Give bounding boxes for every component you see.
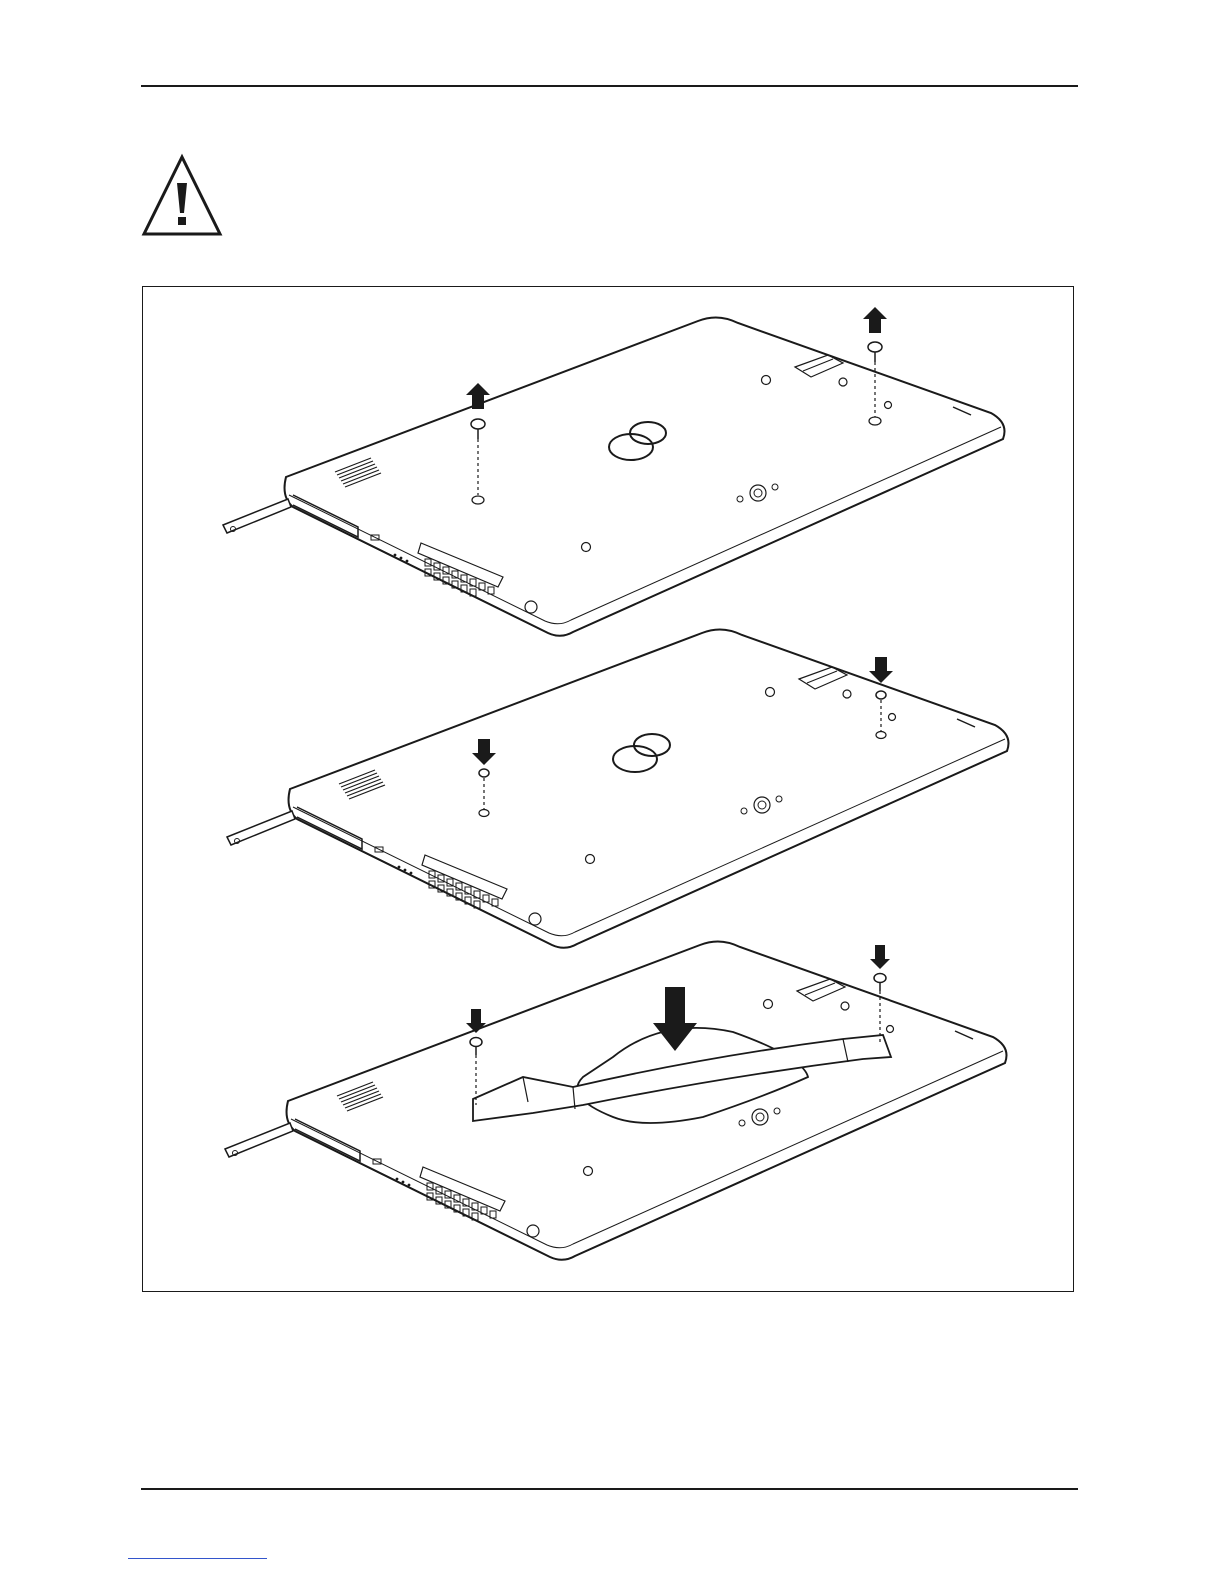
warning-triangle-icon [141,153,223,237]
step-insert-pads [227,629,1009,947]
footer-rule [141,1488,1078,1490]
step-attach-strap [225,941,1007,1259]
footer-link-underline[interactable] [128,1558,267,1560]
header-rule [141,85,1078,87]
step-remove-screws [223,307,1005,636]
strap-installation-figure [142,286,1074,1292]
